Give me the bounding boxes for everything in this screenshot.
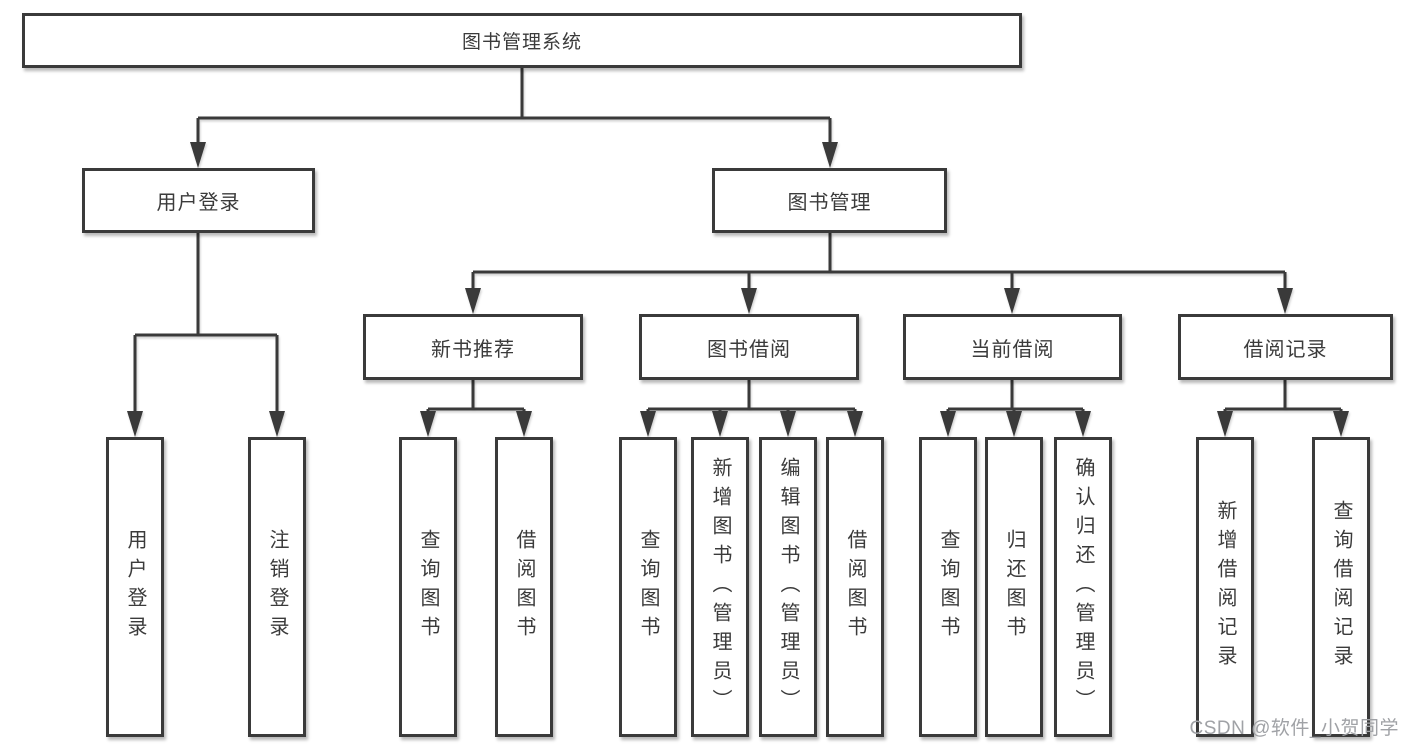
- node-new-book-recommend: 新书推荐: [363, 314, 583, 380]
- leaf-return-book: 归还图书: [985, 437, 1043, 737]
- node-root: 图书管理系统: [22, 13, 1022, 68]
- arrowhead-down-icon: [420, 411, 436, 437]
- leaf-label: 查询图书: [417, 529, 439, 645]
- arrowhead-down-icon: [712, 411, 728, 437]
- leaf-edit-book-admin: 编辑图书（管理员）: [759, 437, 817, 737]
- node-book-borrow: 图书借阅: [639, 314, 859, 380]
- leaf-label: 用户登录: [124, 529, 146, 645]
- arrowhead-down-icon: [780, 411, 796, 437]
- leaf-user-login: 用户登录: [106, 437, 164, 737]
- leaf-add-book-admin: 新增图书（管理员）: [691, 437, 749, 737]
- connector-current-borrow-children: [946, 380, 1085, 411]
- node-new-book-recommend-label: 新书推荐: [431, 338, 515, 361]
- node-current-borrow-label: 当前借阅: [970, 338, 1055, 361]
- arrowhead-down-icon: [190, 142, 206, 168]
- node-book-management: 图书管理: [712, 168, 947, 233]
- arrowhead-down-icon: [1277, 288, 1293, 314]
- connector-book-management-children: [471, 233, 1287, 288]
- leaf-label: 注销登录: [266, 529, 288, 645]
- arrowhead-down-icon: [127, 411, 143, 437]
- leaf-borrow-book-1: 借阅图书: [495, 437, 553, 737]
- connector-new-book-children: [426, 380, 526, 411]
- leaf-label: 查询借阅记录: [1330, 500, 1352, 674]
- connector-user-login-children: [133, 233, 279, 411]
- arrowhead-down-icon: [1004, 288, 1020, 314]
- csdn-watermark: CSDN @软件_小贺同学: [1189, 718, 1399, 739]
- leaf-label: 编辑图书（管理员）: [777, 456, 799, 718]
- leaf-label: 借阅图书: [513, 529, 535, 645]
- arrowheads: [127, 142, 1349, 437]
- leaf-query-book-1: 查询图书: [399, 437, 457, 737]
- node-borrow-record-label: 借阅记录: [1243, 338, 1328, 361]
- leaf-logout: 注销登录: [248, 437, 306, 737]
- arrowhead-down-icon: [1333, 411, 1349, 437]
- node-current-borrow: 当前借阅: [903, 314, 1122, 380]
- leaf-label: 查询图书: [937, 529, 959, 645]
- arrowhead-down-icon: [640, 411, 656, 437]
- connector-borrow-record-children: [1223, 380, 1343, 411]
- leaf-query-borrow-record: 查询借阅记录: [1312, 437, 1370, 737]
- arrowhead-down-icon: [822, 142, 838, 168]
- leaf-label: 确认归还（管理员）: [1072, 456, 1094, 718]
- leaf-label: 新增借阅记录: [1214, 500, 1236, 674]
- node-root-label: 图书管理系统: [461, 32, 582, 53]
- node-book-borrow-label: 图书借阅: [707, 338, 791, 361]
- arrowhead-down-icon: [1075, 411, 1091, 437]
- node-borrow-record: 借阅记录: [1178, 314, 1393, 380]
- arrowhead-down-icon: [741, 288, 757, 314]
- leaf-query-book-3: 查询图书: [919, 437, 977, 737]
- leaf-label: 归还图书: [1003, 529, 1025, 645]
- connector-root-to-level2: [196, 68, 832, 142]
- arrowhead-down-icon: [1006, 411, 1022, 437]
- leaf-query-book-2: 查询图书: [619, 437, 677, 737]
- arrowhead-down-icon: [1217, 411, 1233, 437]
- leaf-label: 借阅图书: [844, 529, 866, 645]
- leaf-label: 查询图书: [637, 529, 659, 645]
- arrowhead-down-icon: [847, 411, 863, 437]
- leaf-label: 新增图书（管理员）: [709, 456, 731, 718]
- arrowhead-down-icon: [465, 288, 481, 314]
- node-user-login: 用户登录: [82, 168, 315, 233]
- arrowhead-down-icon: [940, 411, 956, 437]
- leaf-borrow-book-2: 借阅图书: [826, 437, 884, 737]
- leaf-confirm-return-admin: 确认归还（管理员）: [1054, 437, 1112, 737]
- node-book-management-label: 图书管理: [787, 192, 872, 214]
- node-user-login-label: 用户登录: [156, 192, 241, 214]
- arrowhead-down-icon: [269, 411, 285, 437]
- connector-book-borrow-children: [646, 380, 857, 411]
- leaf-add-borrow-record: 新增借阅记录: [1196, 437, 1254, 737]
- arrowhead-down-icon: [516, 411, 532, 437]
